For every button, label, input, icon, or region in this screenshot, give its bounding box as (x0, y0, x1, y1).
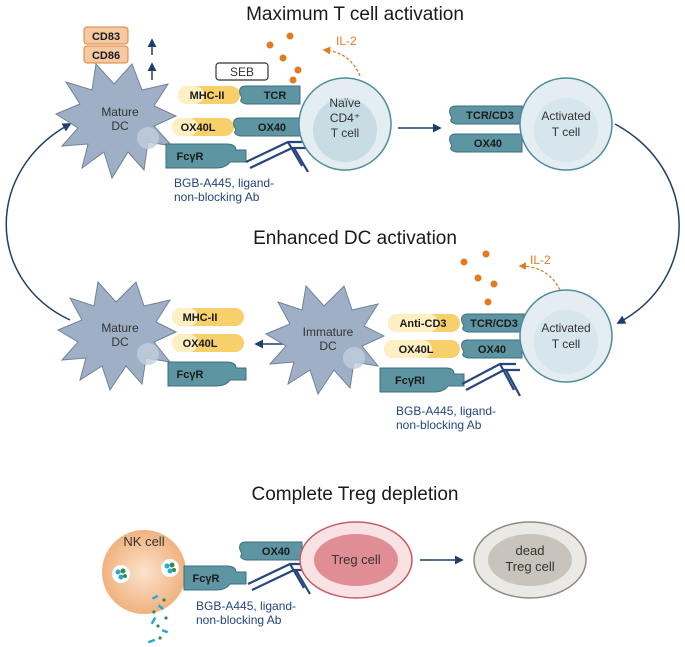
activated-t-cell-middle: Activated T cell (519, 289, 613, 383)
title-complete-treg-depletion: Complete Treg depletion (251, 484, 458, 505)
dc-nucleus (137, 127, 159, 149)
ox40l-immature: OX40L (384, 340, 460, 358)
dead-label-line1: dead (516, 543, 545, 558)
ox40-bottom: OX40 (239, 541, 303, 561)
il2-label-top: IL-2 (336, 34, 357, 48)
tcr-cd3-middle-label: TCR/CD3 (470, 318, 518, 330)
mature-dc-top: Mature DC (54, 62, 178, 180)
naive-t-cell: Naïve CD4⁺ T cell (298, 77, 392, 171)
immature-dc: Immature DC (264, 284, 386, 396)
released-granules (147, 594, 169, 644)
mhc-ii-middle: MHC-II (172, 308, 244, 326)
title-maximum-t-cell-activation: Maximum T cell activation (246, 4, 464, 25)
fcgr-bottom-label: FcγR (193, 573, 220, 585)
naive-label-line3: T cell (331, 126, 359, 140)
fcgr-middle-label: FcγR (177, 369, 204, 381)
title-enhanced-dc-activation: Enhanced DC activation (253, 228, 457, 249)
mature-dc-middle: Mature DC (56, 280, 178, 392)
il2-label-middle: IL-2 (530, 253, 551, 267)
loop-arrow-left (5, 123, 72, 321)
tcr-cd3-middle: TCR/CD3 (461, 313, 525, 333)
dc-label-line1: Mature (101, 105, 139, 119)
antibody-top-label-line1: BGB-A445, ligand- (174, 176, 274, 190)
tcr-cd3-top: TCR/CD3 (449, 105, 523, 125)
ox40-bottom-label: OX40 (262, 546, 290, 558)
antibody-middle (461, 362, 521, 397)
activated-top-label-line2: T cell (552, 125, 580, 139)
il2-arrow-middle (518, 262, 561, 291)
dc-label-line2: DC (111, 119, 129, 133)
dc-body (54, 62, 178, 180)
activated-t-cell-top: Activated T cell (519, 77, 613, 171)
dead-label-line2: Treg cell (505, 559, 554, 574)
anti-cd3-label: Anti-CD3 (399, 318, 446, 330)
antibody-middle-label-line2: non-blocking Ab (396, 418, 482, 432)
treg-cell: Treg cell (299, 521, 413, 599)
ox40l-immature-label: OX40L (399, 344, 434, 356)
mhc-ii-top-label: MHC-II (190, 90, 225, 102)
dead-treg-cell: dead Treg cell (473, 521, 587, 599)
antibody-top (245, 140, 309, 173)
marker-cd86: CD86 (83, 45, 129, 64)
mhc-ii-top: MHC-II (178, 86, 240, 104)
mature-middle-label-line1: Mature (101, 321, 139, 335)
il2-dots-top (266, 32, 302, 84)
antibody-top-label-line2: non-blocking Ab (174, 190, 260, 204)
fcgr-middle: FcγR (167, 361, 247, 387)
seb-label: SEB (230, 65, 254, 79)
ox40l-top-label: OX40L (181, 122, 216, 134)
ox40l-middle: OX40L (172, 334, 244, 352)
naive-label-line1: Naïve (329, 96, 361, 110)
nk-cell-label: NK cell (123, 534, 164, 549)
marker-cd86-label: CD86 (92, 50, 120, 62)
tcr-top-label: TCR (264, 90, 287, 102)
ox40-middle: OX40 (461, 339, 523, 359)
treg-label: Treg cell (331, 552, 380, 567)
tcr-cd3-top-label: TCR/CD3 (466, 110, 514, 122)
marker-cd83: CD83 (83, 26, 129, 45)
antibody-middle-label-line1: BGB-A445, ligand- (396, 404, 496, 418)
tcr-top: TCR (239, 85, 301, 105)
activated-top-label-line1: Activated (541, 109, 590, 123)
mature-middle-label-line2: DC (111, 335, 129, 349)
ox40-activated-top-label: OX40 (474, 138, 502, 150)
fcgr-top-label: FcγR (177, 151, 204, 163)
naive-label-line2: CD4⁺ (330, 111, 360, 125)
antibody-bottom-label-line2: non-blocking Ab (196, 613, 282, 627)
antibody-bottom-label-line1: BGB-A445, ligand- (196, 599, 296, 613)
mhc-ii-middle-label: MHC-II (183, 312, 218, 324)
fcgr-bottom: FcγR (183, 565, 247, 591)
marker-cd83-label: CD83 (92, 31, 120, 43)
activated-middle-label-line1: Activated (541, 321, 590, 335)
immature-label-line2: DC (319, 339, 337, 353)
granule-left (112, 565, 130, 583)
anti-cd3: Anti-CD3 (388, 314, 460, 332)
seb-box: SEB (215, 62, 269, 81)
ox40l-top: OX40L (172, 118, 234, 136)
activated-middle-label-line2: T cell (552, 337, 580, 351)
ox40-activated-top: OX40 (449, 133, 523, 153)
fcgr-top: FcγR (165, 143, 247, 169)
fcgri-label: FcγRI (395, 375, 425, 387)
ox40l-middle-label: OX40L (183, 338, 218, 350)
loop-arrow-right (614, 123, 680, 324)
il2-dots-middle (460, 250, 498, 306)
granule-right (161, 559, 179, 577)
il2-arrow-top (322, 46, 361, 77)
nk-cell: NK cell (102, 530, 186, 614)
immature-label-line1: Immature (303, 325, 354, 339)
ox40-top-label: OX40 (258, 122, 286, 134)
fcgri: FcγRI (379, 367, 465, 393)
ox40-top: OX40 (233, 117, 301, 137)
ox40-middle-label: OX40 (478, 344, 506, 356)
